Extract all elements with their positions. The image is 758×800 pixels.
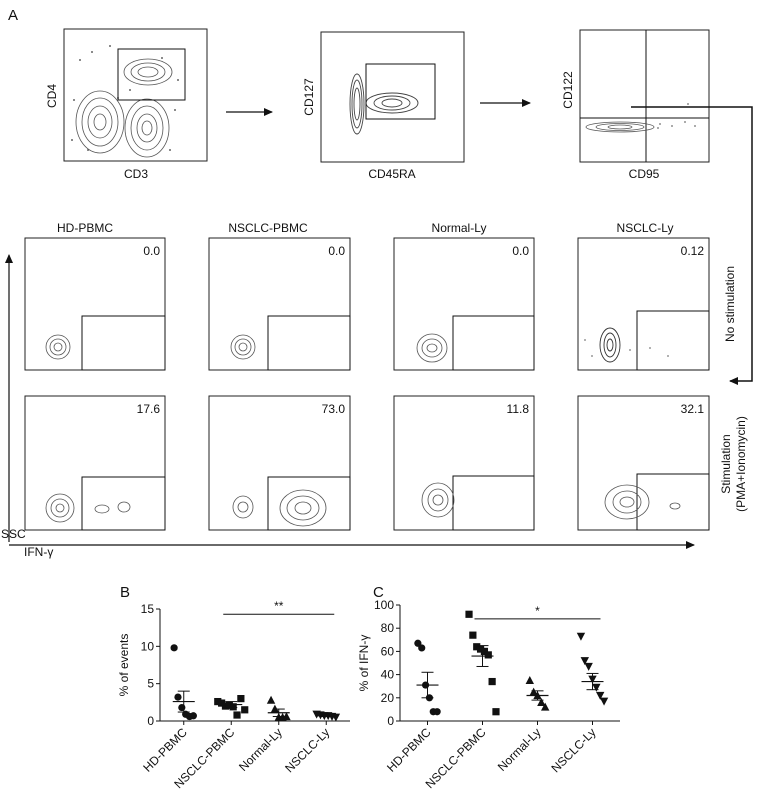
- flow-plot-r2-c4: 32.1: [577, 395, 710, 531]
- data-point: [584, 662, 593, 671]
- flow-plot-r2-c1: 17.6: [24, 395, 166, 531]
- gating-plot-2: CD127 CD45RA: [302, 31, 465, 181]
- data-point: [484, 651, 492, 659]
- x-tick-label: HD-PBMC: [140, 725, 190, 775]
- panel-label-b: B: [120, 584, 130, 601]
- percentage-label: 0.12: [681, 244, 705, 258]
- data-point: [174, 693, 182, 701]
- percentage-label: 17.6: [137, 402, 161, 416]
- gating-plot-1: CD4 CD3: [45, 28, 208, 181]
- data-point: [237, 695, 245, 703]
- column-normal-ly: Normal-Ly: [432, 221, 487, 235]
- y-axis-label: % of events: [117, 634, 131, 697]
- column-nsclc-ly: NSCLC-Ly: [617, 221, 674, 235]
- y-tick-label: 100: [374, 598, 394, 612]
- y-tick-label: 15: [141, 602, 155, 616]
- y-tick-label: 20: [381, 691, 395, 705]
- data-point: [465, 610, 473, 618]
- data-point: [580, 657, 589, 666]
- connector-arrow: [631, 106, 753, 385]
- y-tick-label: 5: [147, 677, 154, 691]
- ifn-axis-label: IFN-γ: [24, 545, 53, 559]
- flow-plot-r2-c2: 73.0: [208, 395, 351, 531]
- data-point: [480, 647, 489, 655]
- row-label-stimulation: Stimulation: [719, 434, 733, 493]
- gating-2-xlabel: CD45RA: [368, 167, 415, 181]
- data-point: [266, 695, 276, 704]
- panel-label-c: C: [373, 584, 384, 601]
- gating-1-xlabel: CD3: [124, 167, 148, 181]
- percentage-label: 11.8: [507, 402, 530, 416]
- percentage-label: 32.1: [681, 402, 705, 416]
- panel-label-a: A: [8, 7, 18, 24]
- flow-plot-r1-c4: 0.12: [577, 237, 710, 371]
- gating-2-ylabel: CD127: [302, 78, 316, 116]
- data-point: [178, 703, 186, 712]
- gating-plot-3: CD122 CD95: [561, 29, 710, 181]
- gating-1-ylabel: CD4: [45, 84, 59, 108]
- data-point: [576, 632, 586, 641]
- data-point: [418, 644, 426, 652]
- y-tick-label: 10: [141, 639, 155, 653]
- gating-3-xlabel: CD95: [629, 167, 660, 181]
- flow-plot-r1-c1: 0.0: [24, 237, 166, 371]
- data-point: [221, 702, 230, 710]
- y-tick-label: 80: [381, 621, 395, 635]
- row-label-stimulation-detail: (PMA+Ionomycin): [734, 416, 748, 512]
- y-tick-label: 0: [387, 714, 394, 728]
- column-nsclc-pbmc: NSCLC-PBMC: [228, 221, 308, 235]
- ssc-axis-label: SSC: [1, 527, 26, 541]
- y-axis-label: % of IFN-γ: [357, 635, 371, 692]
- x-tick-label: NSCLC-Ly: [282, 725, 332, 775]
- gating-3-ylabel: CD122: [561, 71, 575, 109]
- data-point: [218, 699, 226, 707]
- data-point: [229, 703, 237, 711]
- x-tick-label: Normal-Ly: [236, 725, 285, 774]
- x-tick-label: Normal-Ly: [495, 725, 544, 774]
- data-point: [529, 687, 538, 696]
- x-tick-label: NSCLC-Ly: [548, 725, 598, 775]
- data-point: [189, 712, 197, 720]
- flow-plot-r1-c2: 0.0: [208, 237, 351, 371]
- data-point: [225, 701, 233, 709]
- percentage-label: 0.0: [328, 244, 345, 258]
- data-point: [492, 708, 500, 716]
- y-tick-label: 60: [381, 644, 395, 658]
- data-point: [476, 645, 485, 653]
- flow-plot-r1-c3: 0.0: [393, 237, 535, 371]
- flow-plot-r2-c3: 11.8: [393, 395, 535, 531]
- percentage-label: 0.0: [512, 244, 529, 258]
- y-tick-label: 40: [381, 668, 395, 682]
- data-point: [488, 677, 496, 686]
- percentage-label: 73.0: [322, 402, 346, 416]
- data-point: [537, 698, 546, 707]
- column-hd-pbmc: HD-PBMC: [57, 221, 113, 235]
- data-point: [473, 643, 481, 651]
- data-point: [599, 697, 609, 706]
- data-point: [214, 697, 222, 706]
- y-tick-label: 0: [147, 714, 154, 728]
- data-point: [282, 712, 291, 721]
- data-point: [541, 702, 550, 711]
- data-point: [241, 706, 249, 714]
- data-point: [525, 676, 534, 684]
- x-tick-label: HD-PBMC: [384, 725, 434, 775]
- significance-label: **: [274, 599, 284, 613]
- data-point: [433, 708, 441, 716]
- row-label-no-stimulation: No stimulation: [723, 266, 737, 342]
- data-point: [170, 644, 178, 652]
- percentage-label: 0.0: [143, 244, 160, 258]
- significance-label: *: [535, 604, 540, 618]
- data-point: [469, 631, 477, 639]
- data-point: [592, 683, 601, 692]
- data-point: [596, 691, 605, 700]
- data-point: [233, 711, 241, 719]
